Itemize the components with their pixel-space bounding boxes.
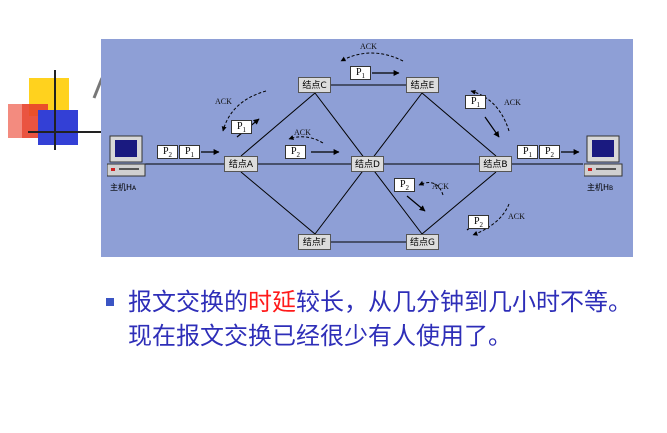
packet-p1-a-c: P1 <box>231 120 252 134</box>
packet-sub: 2 <box>296 151 301 159</box>
ack-label-be: ACK <box>504 98 521 107</box>
body-text-after: 较长，从几分钟到几小时不等。现在报文交换已经很少有人使用了。 <box>128 288 632 350</box>
packet-label: P <box>162 146 169 157</box>
packet-sub: 1 <box>190 151 195 159</box>
bullet-marker <box>106 298 114 306</box>
ack-arrow-ca <box>221 90 267 132</box>
ack-arrow-bg <box>472 203 510 236</box>
ack-arrow-da <box>288 135 324 144</box>
packet-p1-host-b: P1 <box>517 145 538 159</box>
packet-label: P <box>290 146 297 157</box>
packet-p1-host-a: P1 <box>179 145 200 159</box>
packet-label: P <box>184 146 191 157</box>
packet-label: P <box>236 121 243 132</box>
packet-p2-d-g: P2 <box>394 178 415 192</box>
packet-sub: 2 <box>168 151 173 159</box>
node-g: 结点G <box>406 234 439 250</box>
computer-icon <box>107 135 146 177</box>
deco-blue-block <box>38 110 78 145</box>
packet-label: P <box>522 146 529 157</box>
node-d: 结点D <box>351 156 384 172</box>
ack-arrow-gd <box>418 180 444 196</box>
node-b: 结点B <box>479 156 512 172</box>
packet-sub: 1 <box>528 151 533 159</box>
ack-label-da: ACK <box>294 128 311 137</box>
packet-sub: 2 <box>550 151 555 159</box>
body-text: 报文交换的时延较长，从几分钟到几小时不等。现在报文交换已经很少有人使用了。 <box>128 285 648 353</box>
link-a-f <box>240 171 316 235</box>
packet-sub: 1 <box>242 126 247 134</box>
packet-sub: 1 <box>476 101 481 109</box>
packet-p2-g-b: P2 <box>468 215 489 229</box>
host-label-b: 主机HB <box>587 182 613 193</box>
packet-p2-host-b: P2 <box>539 145 560 159</box>
body-text-highlight: 时延 <box>248 288 296 316</box>
host-sub-b: B <box>609 185 614 192</box>
ack-label-ca: ACK <box>215 97 232 106</box>
ack-arrow-ec <box>340 52 404 62</box>
link-a-c <box>240 92 316 157</box>
arrow-d-to-g <box>406 195 426 212</box>
packet-switching-diagram: 结点A 结点B 结点C 结点D 结点E 结点F 结点G P2 P1 P1 P1 … <box>101 39 633 257</box>
network-links <box>145 52 583 243</box>
host-label-a: 主机HA <box>110 182 136 193</box>
host-name-a: 主机H <box>110 183 133 192</box>
packet-label: P <box>399 179 406 190</box>
node-e: 结点E <box>406 77 439 93</box>
corner-decoration <box>8 70 108 150</box>
ack-label-bg: ACK <box>508 212 525 221</box>
ack-arrow-be <box>470 89 510 132</box>
host-sub-a: A <box>132 185 137 192</box>
link-g-b <box>421 171 497 235</box>
node-a: 结点A <box>224 156 258 172</box>
packet-label: P <box>544 146 551 157</box>
packet-sub: 2 <box>405 184 410 192</box>
ack-label-gd: ACK <box>432 182 449 191</box>
arrow-e-to-b <box>484 116 500 138</box>
packet-p1-e-b: P1 <box>465 95 486 109</box>
host-name-b: 主机H <box>587 183 610 192</box>
packet-label: P <box>470 96 477 107</box>
node-f: 结点F <box>298 234 331 250</box>
body-text-before: 报文交换的 <box>128 288 248 316</box>
ack-label-ec: ACK <box>360 42 377 51</box>
link-e-b <box>421 92 497 157</box>
packet-p2-host-a: P2 <box>157 145 178 159</box>
deco-red-glow <box>8 104 22 138</box>
packet-sub: 2 <box>479 221 484 229</box>
node-c: 结点C <box>298 77 331 93</box>
packet-label: P <box>473 216 480 227</box>
deco-partial-slash <box>92 77 104 99</box>
packet-label: P <box>355 67 362 78</box>
computer-icon <box>584 135 623 177</box>
packet-p1-c-e: P1 <box>350 66 371 80</box>
packet-p2-a-d: P2 <box>285 145 306 159</box>
packet-sub: 1 <box>361 72 366 80</box>
